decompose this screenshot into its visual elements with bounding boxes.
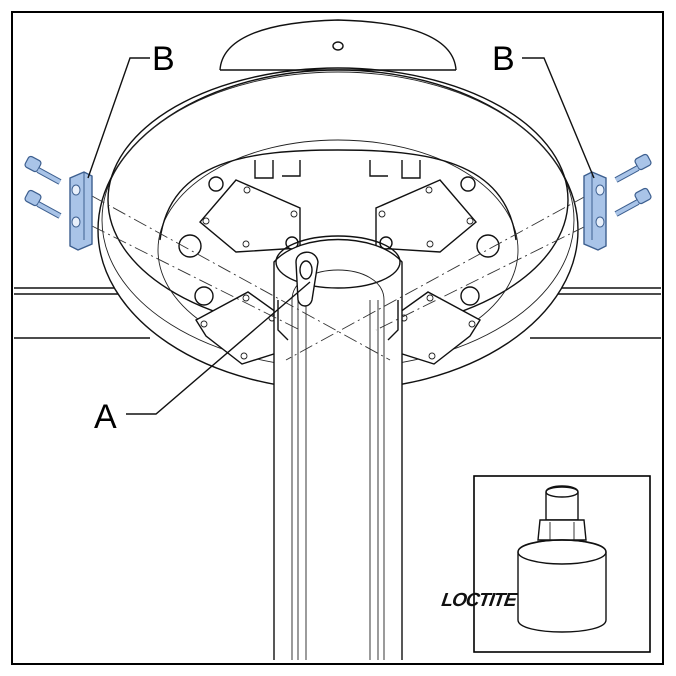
bottle-logo-text: LOCTITE bbox=[440, 590, 519, 611]
mounting-plate-top-right bbox=[375, 179, 477, 253]
cap-hole bbox=[332, 41, 344, 51]
central-column bbox=[273, 235, 403, 660]
screw-right-upper bbox=[614, 153, 652, 183]
bracket-left bbox=[69, 171, 93, 251]
leader-lines bbox=[87, 57, 595, 415]
mounting-plate-top-left bbox=[199, 179, 301, 253]
background-lines bbox=[14, 287, 661, 339]
screw-left-upper bbox=[24, 155, 62, 185]
alignment-lines bbox=[91, 195, 587, 361]
threadlocker-inset: LOCTITE bbox=[440, 475, 651, 653]
column-slot-a bbox=[295, 251, 319, 307]
callout-b-right: B bbox=[492, 40, 515, 78]
callout-b-left: B bbox=[152, 40, 175, 78]
inner-bosses bbox=[178, 160, 500, 306]
center-screws bbox=[285, 236, 393, 250]
screw-left-lower bbox=[24, 189, 62, 219]
bracket-right bbox=[583, 171, 607, 251]
screw-right-lower bbox=[614, 187, 652, 217]
callout-a: A bbox=[94, 398, 117, 436]
threadlocker-bottle-icon: LOCTITE bbox=[440, 485, 607, 633]
